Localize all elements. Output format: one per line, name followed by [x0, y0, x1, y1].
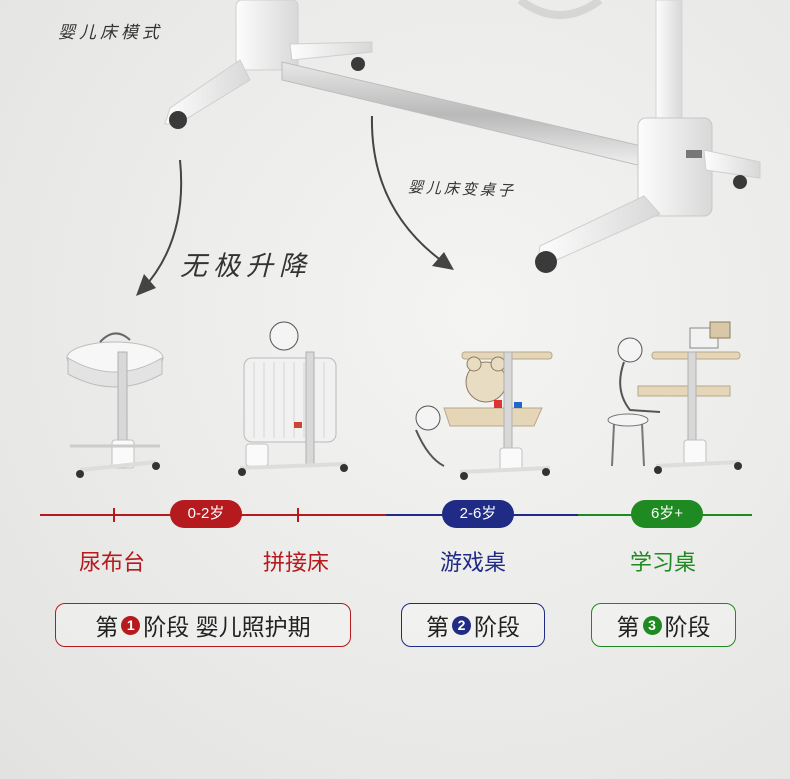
stage-suffix: 阶段 [474, 614, 520, 640]
mode-label-study-desk: 学习桌 [630, 550, 697, 575]
diaper-table-illustration [66, 332, 164, 478]
crib-frame-illustration [164, 0, 761, 273]
stage-suffix: 阶段 [664, 614, 711, 640]
mode-label-game-table: 游戏桌 [440, 550, 507, 575]
study-desk-illustration [607, 321, 742, 474]
mode-label-splice-bed: 拼接床 [263, 550, 330, 575]
arrow-down-icon [136, 159, 183, 296]
arrow-down-icon [370, 115, 454, 270]
game-table-illustration [415, 351, 553, 480]
age-range-badge: 6岁+ [631, 500, 703, 528]
stage-suffix: 阶段 婴儿照护期 [143, 614, 311, 640]
mode-label-diaper-table: 尿布台 [79, 550, 146, 575]
splice-bed-illustration [238, 321, 348, 476]
age-range-badge: 2-6岁 [442, 500, 514, 528]
stage-box-3: 第 3 阶段 [591, 603, 736, 647]
stage-number-badge: 3 [642, 615, 662, 635]
stage-number-badge: 1 [121, 615, 141, 635]
caption-table-mode: 婴儿床变桌子 [407, 178, 517, 200]
caption-crib-mode: 婴儿床模式 [58, 23, 163, 43]
caption-lifting: 无极升降 [180, 251, 312, 282]
age-range-badge: 0-2岁 [170, 500, 242, 528]
stage-number-badge: 2 [452, 615, 471, 635]
stage-prefix: 第 [426, 614, 449, 640]
stage-box-2: 第 2 阶段 [401, 603, 545, 647]
stage-prefix: 第 [616, 614, 640, 640]
stage-prefix: 第 [95, 614, 119, 640]
stage-box-1: 第 1 阶段 婴儿照护期 [55, 603, 351, 647]
